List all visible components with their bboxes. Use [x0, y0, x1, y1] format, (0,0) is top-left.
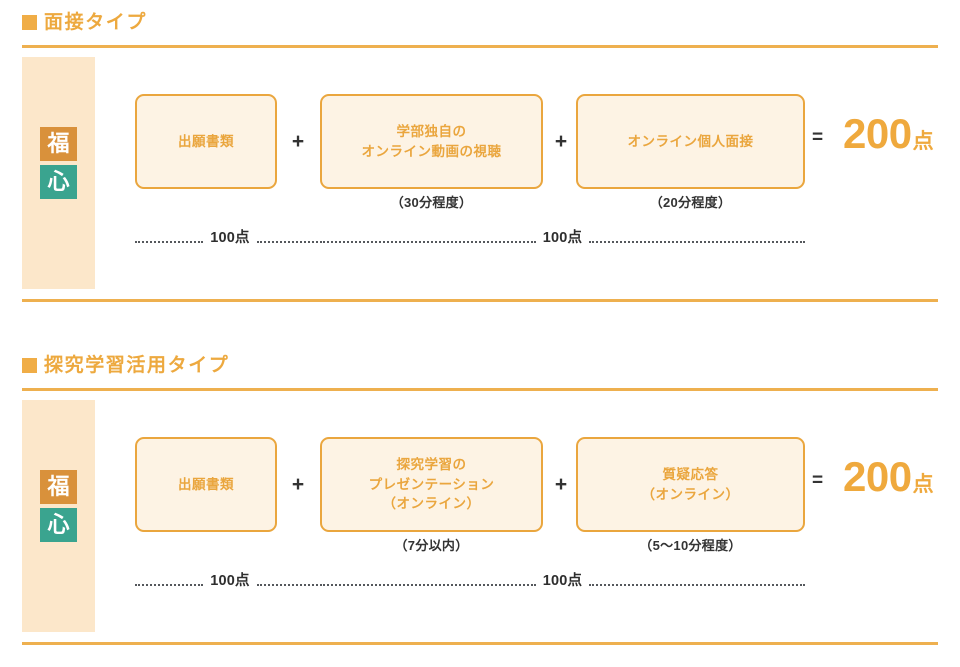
operator-equals: = — [812, 470, 824, 491]
dotted-line-right — [256, 240, 325, 243]
operator-equals: = — [812, 127, 824, 148]
measure-label: 100点 — [210, 572, 250, 589]
component-box-video: 学部独自の オンライン動画の視聴 — [320, 94, 543, 189]
box-line: オンライン個人面接 — [627, 133, 754, 149]
component-row: 出願書類 + 学部独自の オンライン動画の視聴 + オンライン個人面接 （30分… — [135, 94, 805, 210]
dotted-line-right — [589, 583, 805, 586]
section-title: 探究学習活用タイプ — [44, 354, 230, 376]
badge-shin: 心 — [40, 165, 77, 199]
dotted-line-left — [135, 583, 204, 586]
section-top-rule — [22, 45, 938, 48]
total-unit: 点 — [912, 130, 934, 153]
box-note-presentation: （7分以内） — [394, 538, 469, 553]
component-box-application: 出願書類 — [135, 94, 277, 189]
section-title: 面接タイプ — [44, 11, 148, 33]
section-heading: 探究学習活用タイプ — [22, 351, 229, 379]
measure-line-1: 100点 — [135, 229, 325, 247]
box-line: （オンライン） — [641, 486, 740, 502]
box-line: 学部独自の — [396, 123, 467, 139]
box-line: 出願書類 — [178, 133, 234, 149]
component-box-application: 出願書類 — [135, 437, 277, 532]
badge-shin: 心 — [40, 508, 77, 542]
filled-square-icon — [22, 357, 37, 373]
dotted-line-left — [135, 240, 204, 243]
box-line: 質疑応答 — [662, 466, 719, 482]
type-badge-column: 福 心 — [22, 57, 95, 289]
component-box-qa: 質疑応答 （オンライン） — [576, 437, 805, 532]
box-line: オンライン動画の視聴 — [361, 143, 502, 159]
section-top-rule — [22, 388, 938, 391]
box-line: 探究学習の — [396, 457, 467, 473]
box-note-video: （30分程度） — [390, 195, 473, 210]
operator-plus-2: + — [554, 472, 568, 496]
operator-plus-2: + — [554, 129, 568, 153]
measure-line-2: 100点 — [320, 572, 805, 590]
badge-fuku: 福 — [40, 127, 77, 161]
box-line: プレゼンテーション — [368, 476, 495, 492]
measure-line-2: 100点 — [320, 229, 805, 247]
box-line: 出願書類 — [178, 476, 234, 492]
dotted-line-right — [256, 583, 325, 586]
measure-label: 100点 — [542, 229, 583, 246]
section-bottom-rule — [22, 642, 938, 645]
measure-label: 100点 — [542, 572, 583, 589]
total-score: 200点 — [843, 456, 934, 498]
dotted-line-left — [320, 240, 536, 243]
section-heading: 面接タイプ — [22, 8, 147, 36]
total-value: 200 — [843, 110, 912, 157]
measure-label: 100点 — [210, 229, 250, 246]
section-bottom-rule — [22, 299, 938, 302]
box-note-interview: （20分程度） — [649, 195, 732, 210]
filled-square-icon — [22, 14, 37, 30]
operator-plus-1: + — [291, 472, 305, 496]
dotted-line-right — [589, 240, 805, 243]
total-score: 200点 — [843, 113, 934, 155]
badge-stack: 福 心 — [22, 127, 95, 199]
component-box-interview: オンライン個人面接 — [576, 94, 805, 189]
total-value: 200 — [843, 453, 912, 500]
type-badge-column: 福 心 — [22, 400, 95, 632]
dotted-line-left — [320, 583, 536, 586]
total-unit: 点 — [912, 473, 934, 496]
measure-line-1: 100点 — [135, 572, 325, 590]
operator-plus-1: + — [291, 129, 305, 153]
box-line: （オンライン） — [382, 496, 481, 512]
component-row: 出願書類 + 探究学習の プレゼンテーション （オンライン） + 質疑応答 （オ… — [135, 437, 805, 553]
badge-stack: 福 心 — [22, 470, 95, 542]
badge-fuku: 福 — [40, 470, 77, 504]
component-box-presentation: 探究学習の プレゼンテーション （オンライン） — [320, 437, 543, 532]
box-note-qa: （5〜10分程度） — [639, 538, 742, 553]
